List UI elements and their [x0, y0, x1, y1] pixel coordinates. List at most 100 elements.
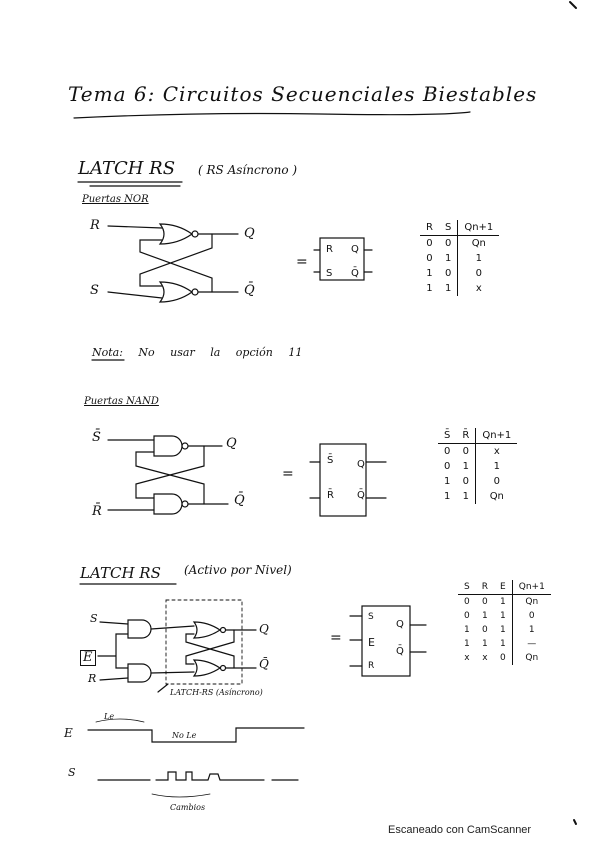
corner-mark-top: [569, 1, 577, 9]
table-row: 0 0 Qn: [420, 235, 500, 251]
table-cell: 1: [482, 639, 488, 649]
section3-truth-table: S R E Qn+1 0 0 1 Qn 0 1 1 0 1 0 1 1 1 1 …: [458, 580, 551, 665]
table-header-cell: Qn+1: [475, 428, 518, 444]
nor-gate-bottom-level: [192, 659, 227, 677]
table-cell: 1: [444, 476, 451, 487]
timing-le-bracket: [95, 718, 145, 723]
table-row: 0 1 1 0: [458, 609, 551, 623]
nor-wire-s: [107, 291, 163, 299]
section1-block: [319, 237, 365, 281]
table-row: 1 0 1 1: [458, 623, 551, 637]
table-cell: 1: [464, 625, 470, 635]
table-row: 1 1 1 —: [458, 637, 551, 651]
corner-mark-bottom: [573, 819, 577, 825]
table-header-cell: R̄: [456, 428, 476, 444]
section1-subheading: ( RS Asíncrono ): [198, 163, 298, 177]
section1-truth-table: R S Qn+1 0 0 Qn 0 1 1 1 0 0 1 1 x: [420, 220, 500, 296]
section2-block-q: Q: [357, 459, 365, 470]
section3-block-e: E: [368, 636, 375, 649]
section3-block-s: S: [368, 612, 374, 622]
table-cell: 1: [444, 283, 452, 294]
timing-cambios-annotation: Cambios: [170, 803, 206, 812]
section1-equals: =: [296, 254, 308, 270]
table-cell: 0: [464, 611, 470, 621]
table-row: 0 0 x: [438, 443, 518, 459]
section2-block-r: R̄: [327, 490, 334, 501]
table-cell: Qn: [457, 235, 500, 251]
nor-input-s: S: [90, 283, 99, 298]
table-header-row: S R E Qn+1: [458, 580, 551, 595]
section2-gates-label: Puertas NAND: [84, 396, 159, 407]
table-cell: x: [482, 653, 488, 663]
nor-gate-top: [158, 223, 199, 245]
table-header-cell: S: [438, 220, 458, 236]
section3-block-qbar: Q̄: [396, 646, 404, 657]
section2-block-qbar: Q̄: [357, 490, 365, 501]
timing-s-waveform: [97, 771, 299, 781]
table-row: 1 1 Qn: [438, 489, 518, 504]
timing-cambios-bracket: [151, 793, 211, 798]
section1-note: Nota: No usar la opción 11: [92, 346, 303, 359]
table-cell: 1: [457, 251, 500, 266]
level-wire-s: [99, 621, 129, 625]
level-wire-r: [99, 677, 129, 681]
scanner-footer: Escaneado con CamScanner: [388, 824, 532, 836]
table-cell: 0: [482, 597, 488, 607]
table-row: x x 0 Qn: [458, 651, 551, 665]
nor-gate-bottom: [158, 281, 199, 303]
section1-block-r: R: [326, 244, 333, 255]
table-cell: x: [475, 443, 518, 459]
level-wire-and-s: [150, 625, 195, 630]
section3-block-r: R: [368, 661, 375, 671]
table-header-cell: S̄: [438, 428, 457, 444]
section1-heading: LATCH RS: [78, 158, 176, 179]
table-header-cell: Qn+1: [457, 220, 500, 236]
table-cell: 1: [482, 611, 488, 621]
nor-cross-1: [139, 233, 213, 287]
table-header-row: S̄ R̄ Qn+1: [438, 428, 518, 444]
section2-block-s: S̄: [327, 455, 334, 466]
table-cell: 1: [500, 639, 506, 649]
table-cell: 0: [511, 609, 551, 623]
section3-equals: =: [330, 630, 342, 646]
nor-input-r: R: [90, 218, 100, 233]
table-cell: 1: [444, 491, 451, 502]
title-underline: [73, 111, 471, 119]
timing-e-label: E: [64, 726, 73, 740]
table-cell: 0: [444, 446, 451, 457]
table-row: 0 0 1 Qn: [458, 594, 551, 609]
nand-output-qbar: Q̄: [234, 493, 245, 508]
table-cell: 1: [462, 461, 470, 472]
section3-heading: LATCH RS: [80, 564, 161, 582]
timing-le-annotation: Le: [104, 712, 115, 721]
table-cell: 0: [457, 266, 500, 281]
table-header-cell: R: [475, 580, 494, 595]
table-cell: 1: [462, 491, 470, 502]
table-cell: 1: [475, 459, 518, 474]
nor-wire-r: [107, 225, 163, 229]
section3-block-q: Q: [396, 619, 404, 630]
table-row: 1 0 0: [438, 474, 518, 489]
table-cell: Qn: [475, 489, 518, 504]
table-cell: Qn: [511, 651, 551, 665]
table-header-cell: E: [494, 580, 513, 595]
table-cell: x: [464, 653, 470, 663]
table-cell: 0: [444, 238, 452, 249]
table-cell: 1: [500, 597, 506, 607]
latch-inner-pointer: [157, 683, 169, 693]
section2-truth-table: S̄ R̄ Qn+1 0 0 x 0 1 1 1 0 0 1 1 Qn: [438, 428, 518, 504]
table-cell: 0: [462, 476, 470, 487]
and-gate-r: [127, 663, 152, 683]
nor-gate-top-level: [192, 621, 227, 639]
level-input-e: E: [80, 650, 96, 666]
nand-input-s: S̄: [92, 430, 101, 445]
level-input-s: S: [90, 612, 98, 625]
table-cell: 0: [500, 653, 506, 663]
table-cell: 0: [464, 597, 470, 607]
nand-cross-1: [135, 445, 205, 499]
table-cell: 0: [426, 238, 433, 249]
nand-input-r: R̄: [92, 504, 102, 519]
section2-block: [319, 443, 367, 517]
table-row: 0 1 1: [438, 459, 518, 474]
